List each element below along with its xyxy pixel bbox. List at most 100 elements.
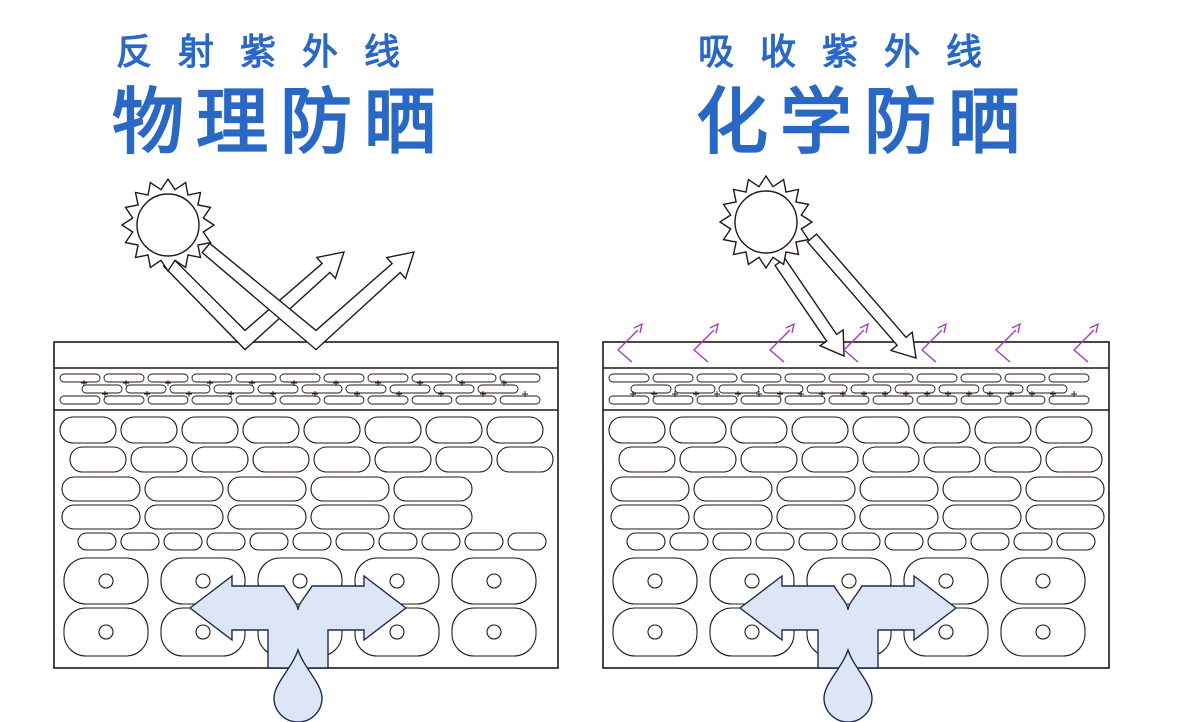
corneum-cell bbox=[191, 395, 233, 405]
corneum-cell bbox=[652, 373, 694, 383]
epidermis-cell bbox=[852, 416, 910, 444]
moisture-arrow bbox=[188, 574, 408, 669]
epidermis-cell bbox=[310, 504, 390, 530]
cell-junction bbox=[501, 380, 507, 386]
corneum-cell bbox=[740, 395, 782, 405]
epidermis-cell bbox=[61, 504, 141, 530]
cell-nucleus bbox=[486, 624, 502, 640]
epidermis-cell bbox=[227, 504, 307, 530]
zigzag-line bbox=[842, 329, 865, 363]
corneum-cell bbox=[696, 373, 738, 383]
zigzag-arrow bbox=[994, 322, 1022, 363]
cell-junction bbox=[123, 380, 129, 386]
cell-junction bbox=[144, 391, 150, 397]
corneum-cell bbox=[1048, 373, 1090, 383]
corneum-cell bbox=[1026, 384, 1068, 394]
cell-nucleus bbox=[647, 573, 663, 589]
epidermis-cell bbox=[364, 416, 422, 444]
corneum-cell bbox=[477, 384, 519, 394]
corneum-cell bbox=[367, 373, 409, 383]
epidermis-cell bbox=[679, 446, 737, 473]
chemical-sunscreen-diagram bbox=[602, 174, 1110, 722]
cell-nucleus bbox=[98, 573, 114, 589]
epidermis-cell bbox=[227, 476, 307, 502]
epidermis-cell bbox=[740, 446, 798, 473]
cell-nucleus bbox=[195, 573, 211, 589]
cell-junction bbox=[312, 391, 318, 397]
epidermis-cell bbox=[942, 476, 1022, 502]
epidermis-cell bbox=[618, 446, 676, 473]
cell-junction bbox=[396, 391, 402, 397]
corneum-cell bbox=[125, 384, 167, 394]
cell-nucleus bbox=[389, 624, 405, 640]
epidermis-cell bbox=[393, 476, 473, 502]
cell-nucleus bbox=[292, 573, 308, 589]
corneum-cell bbox=[916, 373, 958, 383]
zigzag-line bbox=[1072, 329, 1095, 363]
zigzag-line bbox=[920, 329, 943, 363]
left-title: 物理防晒 bbox=[112, 80, 449, 164]
epidermis-cell bbox=[730, 416, 788, 444]
epidermis-cell bbox=[292, 532, 332, 551]
corneum-cell bbox=[345, 384, 387, 394]
corneum-cell bbox=[59, 395, 101, 405]
epidermis-cell bbox=[970, 532, 1010, 551]
cell-nucleus bbox=[938, 624, 954, 640]
epidermis-cell bbox=[144, 504, 224, 530]
cell-junction bbox=[375, 380, 381, 386]
epidermis-cell bbox=[942, 504, 1022, 530]
cell-junction bbox=[798, 391, 804, 397]
corneum-cell bbox=[279, 395, 321, 405]
cell-junction bbox=[903, 391, 909, 397]
epidermis-cell bbox=[181, 416, 239, 444]
cell-junction bbox=[777, 391, 783, 397]
cell-nucleus bbox=[195, 624, 211, 640]
corneum-cell bbox=[257, 384, 299, 394]
corneum-cell bbox=[960, 373, 1002, 383]
corneum-cell bbox=[301, 384, 343, 394]
epidermis-cell bbox=[486, 416, 544, 444]
corneum-cell bbox=[652, 395, 694, 405]
corneum-cell bbox=[367, 395, 409, 405]
corneum-cell bbox=[674, 384, 716, 394]
cell-junction bbox=[333, 380, 339, 386]
uv-ray-arrow-2 bbox=[806, 233, 917, 359]
zigzag-line bbox=[692, 329, 715, 363]
cell-junction bbox=[714, 391, 720, 397]
epidermis-cell bbox=[59, 416, 117, 444]
epidermis-cell bbox=[507, 532, 547, 551]
cell-junction bbox=[354, 391, 360, 397]
epidermis-cell bbox=[610, 476, 690, 502]
zigzag-line bbox=[616, 329, 639, 363]
corneum-cell bbox=[323, 395, 365, 405]
cell-nucleus bbox=[647, 624, 663, 640]
epidermis-cell bbox=[862, 446, 920, 473]
cell-junction bbox=[630, 391, 636, 397]
corneum-cell bbox=[784, 373, 826, 383]
cell-nucleus bbox=[389, 573, 405, 589]
epidermis-cell bbox=[801, 446, 859, 473]
cell-junction bbox=[882, 391, 888, 397]
epidermis-cell bbox=[610, 504, 690, 530]
sun-icon bbox=[718, 174, 814, 270]
epidermis-cell bbox=[1025, 504, 1105, 530]
epidermis-cell bbox=[884, 532, 924, 551]
corneum-cell bbox=[916, 395, 958, 405]
uv-ray-arrow-1 bbox=[774, 257, 845, 358]
corneum-cell bbox=[1004, 395, 1046, 405]
epidermis-cell bbox=[77, 532, 117, 551]
cell-junction bbox=[924, 391, 930, 397]
epidermis-cell bbox=[608, 416, 666, 444]
cell-junction bbox=[819, 391, 825, 397]
zigzag-arrow bbox=[842, 322, 870, 363]
cell-junction bbox=[861, 391, 867, 397]
moisture-arrow bbox=[738, 574, 958, 669]
corneum-cell bbox=[103, 395, 145, 405]
epidermis-cell bbox=[335, 532, 375, 551]
water-drop-icon bbox=[188, 574, 408, 722]
corneum-cell bbox=[894, 384, 936, 394]
cell-junction bbox=[945, 391, 951, 397]
cell-junction bbox=[1029, 391, 1035, 397]
corneum-cell bbox=[982, 384, 1024, 394]
cell-junction bbox=[438, 391, 444, 397]
